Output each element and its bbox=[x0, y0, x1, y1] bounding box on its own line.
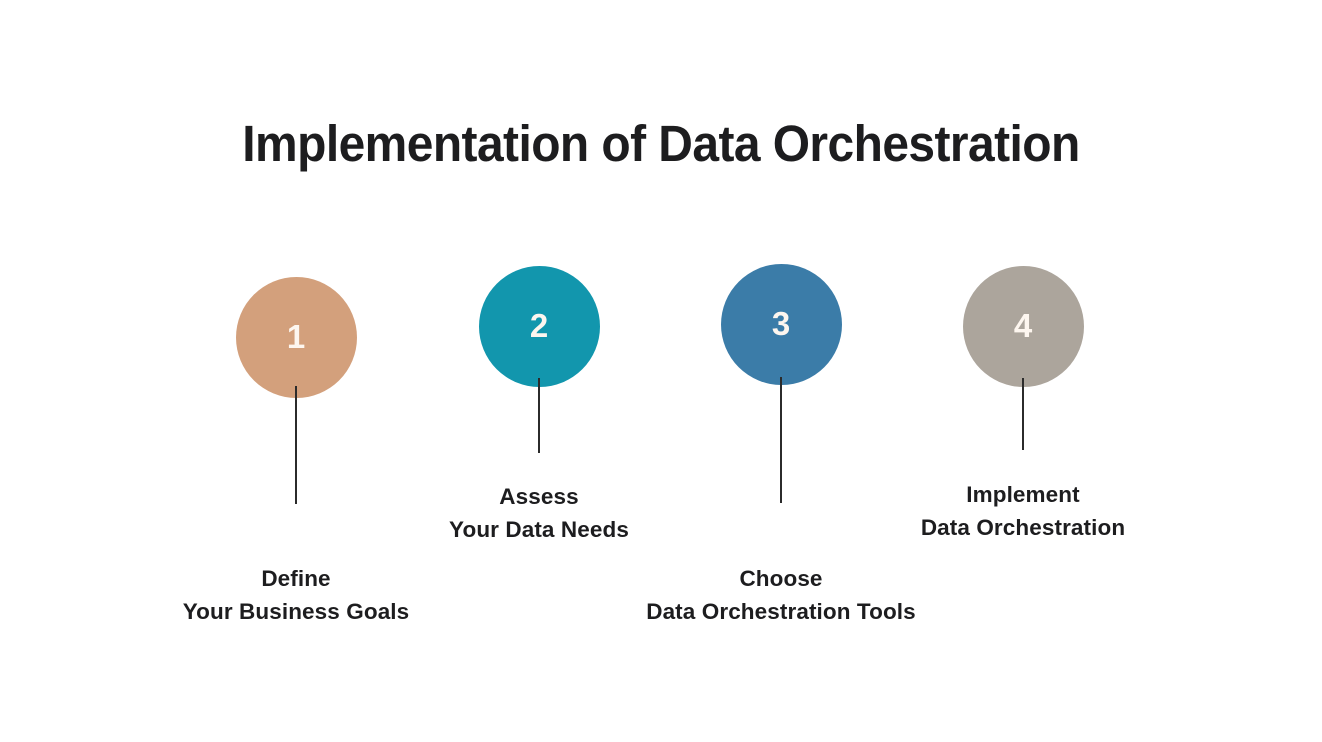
process-step-3: 3 Choose Data Orchestration Tools bbox=[601, 0, 961, 742]
step-1-number: 1 bbox=[286, 318, 306, 355]
step-2-label-line2: Your Data Needs bbox=[449, 517, 629, 542]
step-2-label-line1: Assess bbox=[499, 484, 579, 509]
step-1-label-line1: Define bbox=[261, 566, 331, 591]
step-4-label-line2: Data Orchestration bbox=[920, 515, 1126, 540]
step-3-label: Choose Data Orchestration Tools bbox=[601, 562, 961, 628]
step-1-connector-line bbox=[295, 386, 297, 504]
step-2-label: Assess Your Data Needs bbox=[359, 480, 719, 546]
process-step-2: 2 Assess Your Data Needs bbox=[359, 0, 719, 742]
step-2-connector-line bbox=[538, 378, 540, 453]
step-3-circle[interactable]: 3 bbox=[720, 264, 842, 385]
step-1-circle[interactable]: 1 bbox=[235, 277, 357, 398]
page-title: Implementation of Data Orchestration bbox=[242, 115, 1080, 172]
step-4-label: Implement Data Orchestration bbox=[843, 478, 1203, 544]
step-4-connector-line bbox=[1022, 378, 1024, 450]
step-4-label-line1: Implement bbox=[966, 482, 1080, 507]
step-2-number: 2 bbox=[529, 307, 549, 344]
step-1-label-line2: Your Business Goals bbox=[182, 599, 410, 624]
process-step-1: 1 Define Your Business Goals bbox=[116, 0, 476, 742]
step-3-connector-line bbox=[780, 377, 782, 503]
step-4-number: 4 bbox=[1013, 307, 1033, 344]
step-4-circle[interactable]: 4 bbox=[962, 266, 1084, 387]
step-2-circle[interactable]: 2 bbox=[478, 266, 600, 387]
step-3-number: 3 bbox=[771, 305, 791, 342]
step-3-label-line2: Data Orchestration Tools bbox=[646, 599, 916, 624]
step-1-label: Define Your Business Goals bbox=[116, 562, 476, 628]
step-3-label-line1: Choose bbox=[739, 566, 823, 591]
process-step-4: 4 Implement Data Orchestration bbox=[843, 0, 1203, 742]
